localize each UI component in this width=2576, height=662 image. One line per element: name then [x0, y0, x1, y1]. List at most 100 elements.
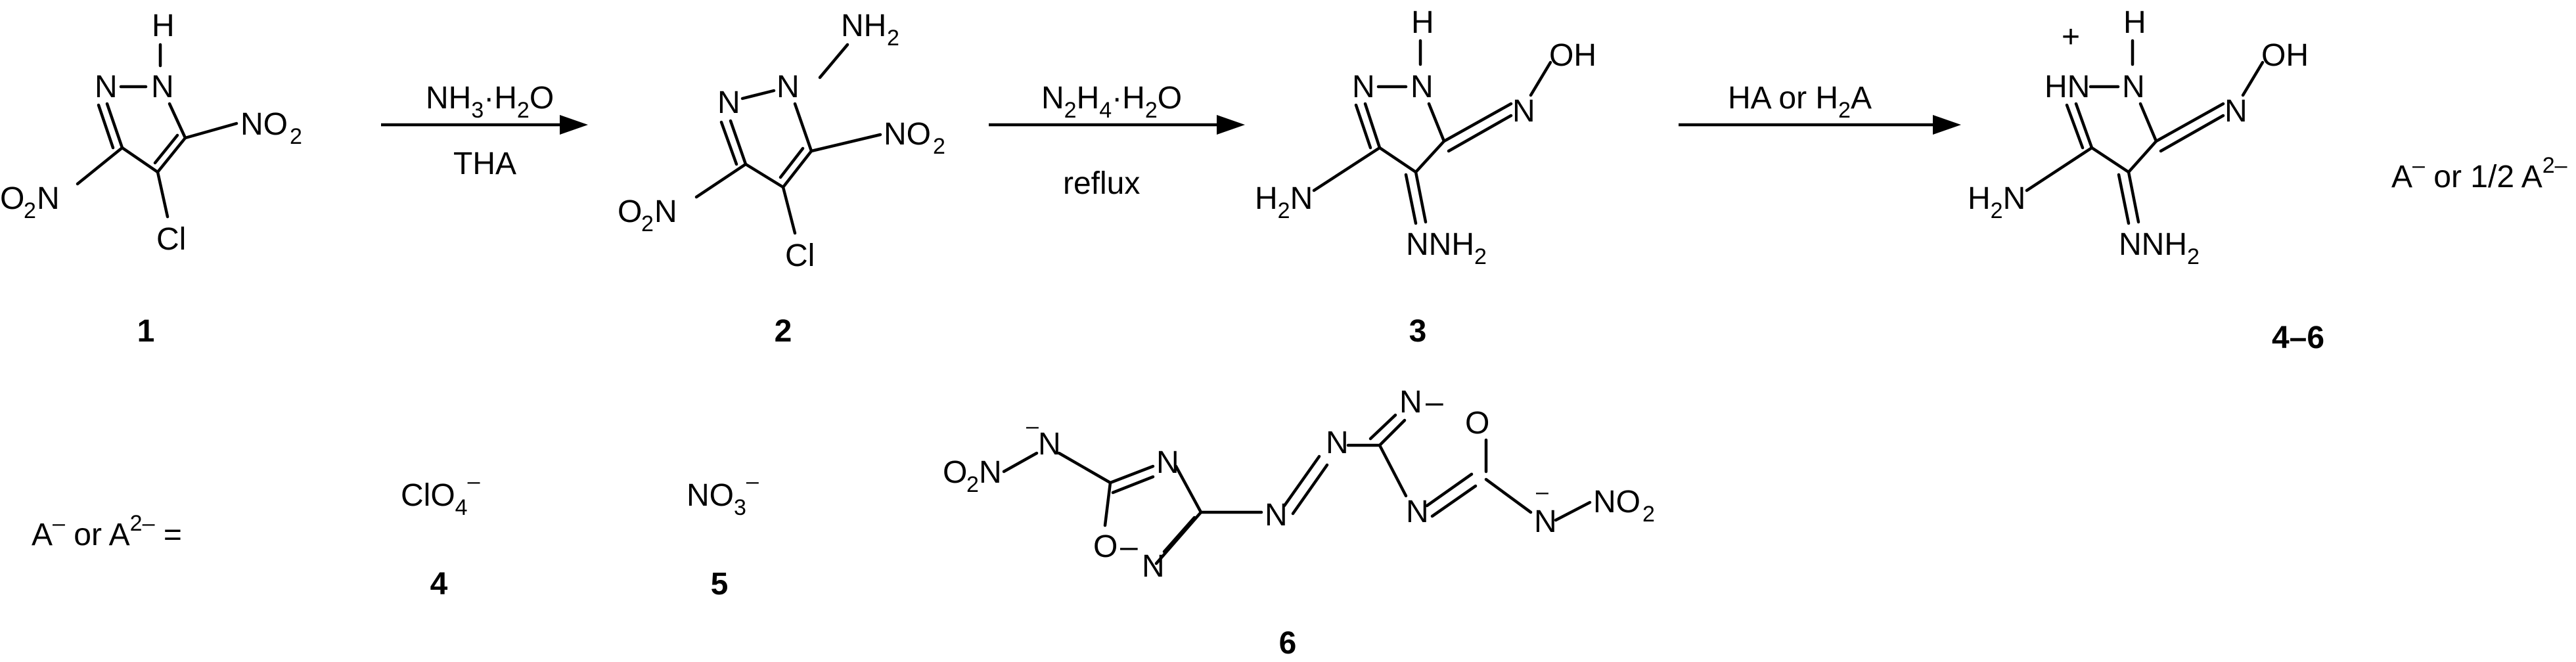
bond-n-c3 — [105, 102, 124, 150]
ring-dash: – — [1426, 385, 1443, 420]
ring-bond — [1174, 464, 1203, 514]
bond-n-c5 — [793, 102, 813, 153]
reagent-label: NH3·H2O — [426, 81, 554, 123]
atom-n: N — [2225, 94, 2248, 129]
bond-c4-n-double — [1404, 173, 1418, 225]
condition-label: THA — [453, 146, 516, 181]
bond-n-c3-double — [1354, 103, 1372, 150]
bond-c4-cl — [781, 185, 797, 235]
atom-nnh2: NNH2 — [1406, 227, 1487, 269]
compound-number-6: 6 — [1279, 626, 1297, 661]
compound-number-3: 3 — [1409, 314, 1427, 349]
bond-c5-n-oxime-double — [2159, 114, 2225, 153]
bond-n-n — [1002, 451, 1039, 474]
bond-n-c3-double — [97, 103, 115, 150]
bond-c5-c4 — [781, 149, 813, 189]
atom-n: N — [37, 181, 60, 216]
atom-n: N — [1142, 549, 1165, 584]
bond-c-n — [1484, 477, 1533, 514]
atom-n: N — [979, 455, 1002, 490]
bond-c3-c4 — [1378, 146, 1418, 174]
bond-n-n — [740, 89, 776, 100]
atom-h2n: H2N — [1968, 181, 2025, 223]
bond-c4-n-double — [2117, 173, 2131, 225]
ring-bond — [1108, 464, 1155, 485]
ring-bond — [1378, 443, 1408, 498]
atom-oh: OH — [2261, 38, 2309, 73]
subscript: 2 — [24, 198, 36, 223]
atom-no: NO — [240, 107, 288, 142]
bond-c5-c4 — [1414, 139, 1446, 174]
anion-definition-label: A– or A2– = — [32, 511, 182, 552]
bond-c5-n-oxime — [1442, 102, 1513, 143]
bond-c3-nh2 — [1312, 146, 1382, 192]
atom-n: N — [95, 70, 118, 104]
bond-n-c3 — [2074, 102, 2094, 150]
subscript: 2 — [887, 26, 899, 51]
atom-h: H — [1411, 5, 1434, 40]
bond-c3-nh2 — [2025, 146, 2094, 192]
compound-3-structure: H N N N OH H2N NNH2 — [1255, 5, 1596, 269]
atom-cl: Cl — [785, 238, 815, 273]
bond-c3-no2 — [76, 146, 124, 186]
atom-n: N — [1399, 385, 1422, 420]
bond-n-c3-double — [2065, 103, 2085, 150]
compound-number-5: 5 — [711, 567, 729, 602]
atom-n: N — [1352, 70, 1375, 104]
atom-n: N — [1326, 426, 1349, 460]
arrow-head — [560, 115, 588, 135]
ring-dash: – — [1120, 529, 1138, 564]
bond-c5-no2 — [809, 133, 882, 153]
ring-bond-double — [1162, 516, 1196, 554]
bond-n-c3 — [1363, 102, 1382, 150]
bond-c4-n — [1414, 170, 1428, 224]
condition-label: reflux — [1063, 166, 1140, 201]
reagent-label: N2H4·H2O — [1041, 81, 1182, 123]
atom-h: H — [2123, 5, 2146, 40]
bond-c3-c4 — [120, 146, 160, 174]
bond-c5-c4 — [156, 136, 187, 174]
minus-charge: – — [1026, 414, 1039, 439]
minus-charge: – — [1536, 479, 1548, 504]
bond-n-c5 — [1427, 102, 1446, 143]
atom-cl: Cl — [156, 222, 186, 257]
arrow-head — [1217, 115, 1245, 135]
plus-charge: + — [2062, 20, 2080, 55]
bond-c5-c4-double — [153, 133, 179, 165]
atom-n: N — [654, 194, 677, 229]
atom-n: N — [1038, 427, 1061, 462]
atom-n: N — [1411, 70, 1434, 104]
compound-6-structure: O 2 N – N N O – N N N N – O N — [943, 385, 1655, 584]
bond-c5-n-oxime — [2154, 102, 2225, 143]
subscript: 2 — [966, 472, 979, 497]
atom-o: O — [1465, 406, 1489, 441]
compound-number-2: 2 — [775, 314, 792, 349]
bond-n-c5 — [2138, 102, 2158, 143]
subscript: 2 — [1642, 502, 1655, 527]
atom-n: N — [1265, 498, 1288, 533]
atom-n: N — [777, 70, 800, 104]
bond-azo-double — [1291, 463, 1329, 516]
atom-o: O — [943, 455, 967, 490]
atom-nh: NH — [841, 9, 886, 43]
ring-bond — [1425, 472, 1474, 508]
atom-n: N — [1406, 495, 1429, 529]
reaction-arrow-2 — [989, 115, 1245, 135]
atom-h2n: H2N — [1255, 181, 1313, 223]
bond-n-nh2 — [818, 43, 849, 79]
atom-nnh2: NNH2 — [2119, 227, 2200, 269]
bond-c4-cl — [156, 170, 169, 219]
bond-c5-c4-double — [779, 146, 805, 179]
compound-4-6-structure: + H HN N N OH H2N NNH2 — [1968, 5, 2309, 269]
bond-n-c5 — [168, 102, 187, 140]
ring-bond-double — [1368, 413, 1397, 441]
bond-n-o — [1529, 60, 1552, 97]
bond-c4-n — [2127, 170, 2140, 224]
compound-1-structure: H N N NO 2 O 2 N Cl — [0, 9, 302, 257]
subscript: 2 — [641, 211, 654, 236]
subscript: 2 — [933, 134, 945, 159]
compound-number-1: 1 — [137, 314, 155, 349]
arrow-head — [1933, 115, 1961, 135]
compound-2-structure: NH 2 N N NO 2 O 2 N Cl — [618, 9, 945, 273]
